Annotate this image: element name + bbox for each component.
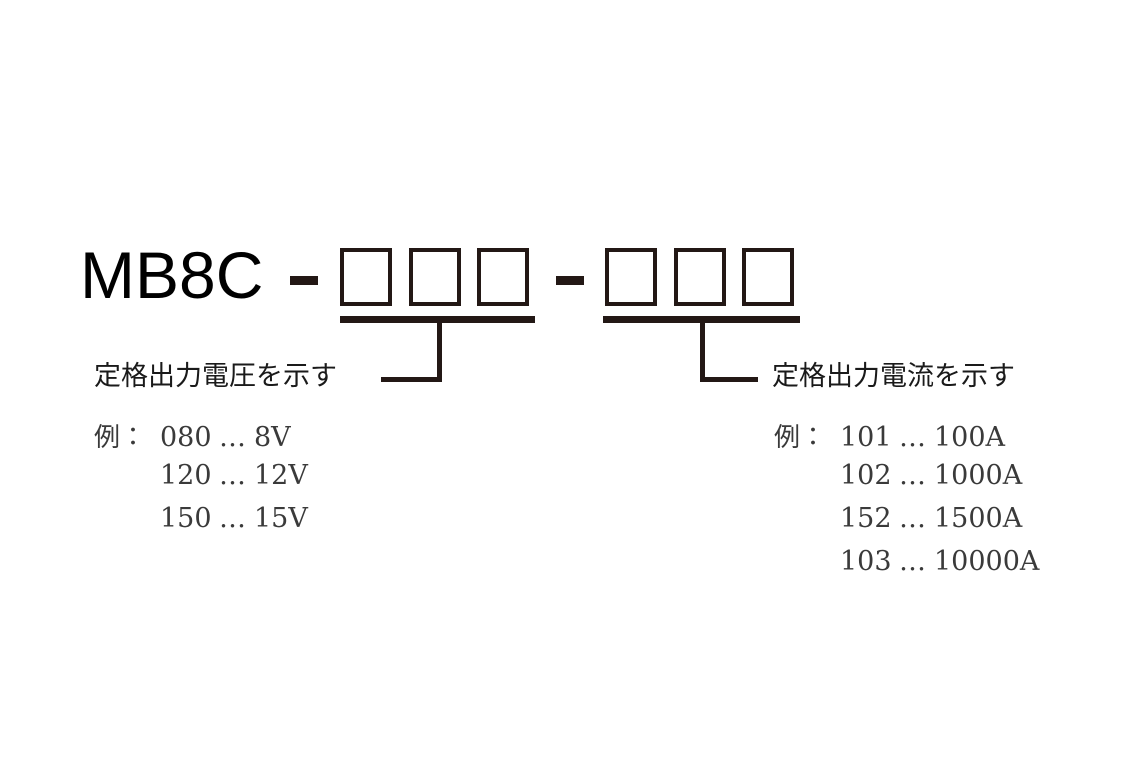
example-dots: … <box>899 422 927 453</box>
example-code: 120 <box>160 460 212 491</box>
voltage-group-underline <box>340 316 535 323</box>
list-item: 152 … 1500A <box>774 503 1039 546</box>
example-dots: … <box>219 422 247 453</box>
example-code: 150 <box>160 503 212 534</box>
voltage-digit-box-2 <box>409 248 461 306</box>
example-dots: … <box>899 546 927 577</box>
example-value: 1000A <box>934 460 1023 491</box>
voltage-digit-box-1 <box>340 248 392 306</box>
example-dots: … <box>219 503 247 534</box>
model-prefix-text: MB8C <box>80 238 264 312</box>
example-value: 8V <box>254 422 291 453</box>
current-digit-box-3 <box>742 248 794 306</box>
example-dots: … <box>899 460 927 491</box>
voltage-leader-horizontal <box>381 377 442 382</box>
list-item: 103 … 10000A <box>774 546 1039 589</box>
example-code: 152 <box>840 503 892 534</box>
example-code: 101 <box>840 422 892 453</box>
list-item: 例： 080 … 8V <box>94 417 308 460</box>
current-callout-label: 定格出力電流を示す <box>772 361 1015 392</box>
current-leader-vertical <box>700 320 705 380</box>
voltage-digit-box-3 <box>477 248 529 306</box>
example-code: 103 <box>840 546 892 577</box>
example-value: 15V <box>254 503 308 534</box>
current-group-underline <box>603 316 800 323</box>
example-value: 10000A <box>934 546 1040 577</box>
example-dots: … <box>219 460 247 491</box>
current-examples-list: 例： 101 … 100A 102 … 1000A 152 … 1500A 10… <box>774 417 1039 589</box>
current-leader-horizontal <box>700 377 758 382</box>
list-item: 例： 101 … 100A <box>774 417 1039 460</box>
voltage-callout-label: 定格出力電圧を示す <box>94 361 337 392</box>
list-item: 120 … 12V <box>94 460 308 503</box>
list-item: 150 … 15V <box>94 503 308 546</box>
current-digit-box-2 <box>674 248 726 306</box>
voltage-leader-vertical <box>437 320 442 380</box>
example-code: 102 <box>840 460 892 491</box>
example-code: 080 <box>160 422 212 453</box>
hyphen-separator-1 <box>290 276 318 285</box>
example-dots: … <box>899 503 927 534</box>
example-value: 1500A <box>934 503 1023 534</box>
example-value: 100A <box>934 422 1006 453</box>
list-item: 102 … 1000A <box>774 460 1039 503</box>
examples-prefix: 例： <box>774 423 827 453</box>
example-value: 12V <box>254 460 308 491</box>
examples-prefix: 例： <box>94 423 147 453</box>
hyphen-separator-2 <box>556 276 584 285</box>
current-digit-box-1 <box>605 248 657 306</box>
voltage-examples-list: 例： 080 … 8V 120 … 12V 150 … 15V <box>94 417 308 546</box>
